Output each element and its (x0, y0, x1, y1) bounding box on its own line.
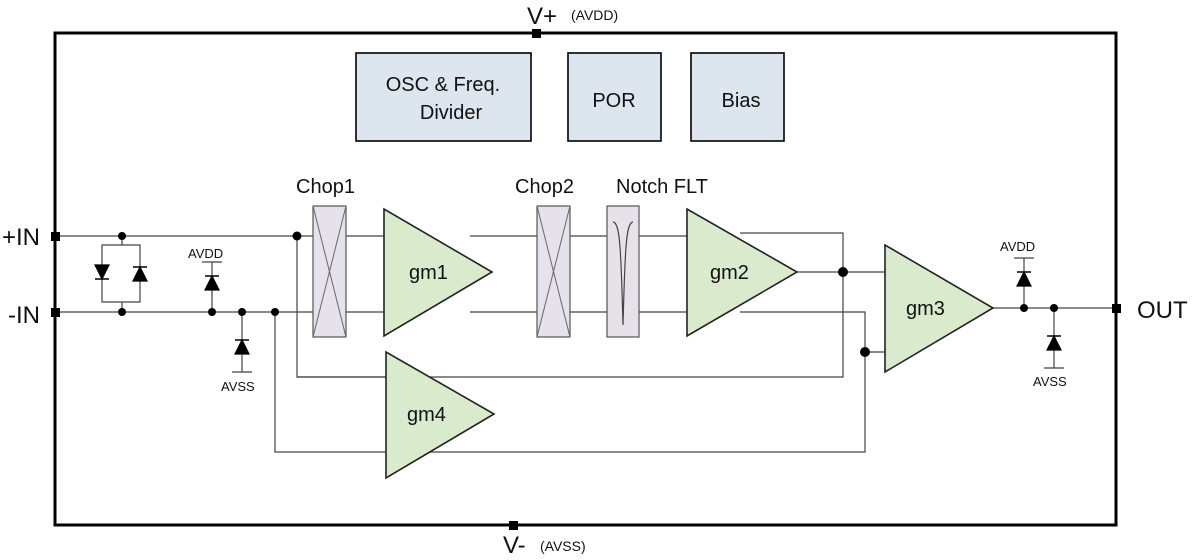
notch-label: Notch FLT (616, 176, 708, 198)
gm2-amplifier: gm2 (686, 207, 799, 338)
bias-label: Bias (722, 90, 761, 112)
input-avdd-diode (202, 261, 222, 291)
osc-freq-divider-block: OSC & Freq. Divider (355, 52, 532, 142)
vminus-label: V- (503, 532, 526, 559)
notch-filter (606, 205, 640, 338)
gm3-amplifier: gm3 (884, 243, 995, 374)
input-avss-diode (232, 338, 252, 373)
output-avdd-diode (1014, 257, 1034, 287)
vplus-pin (532, 29, 541, 38)
bias-block: Bias (690, 52, 785, 142)
vminus-note: (AVSS) (540, 538, 586, 554)
osc-label-line1: OSC & Freq. (386, 74, 500, 96)
diode-down-icon (94, 264, 110, 281)
vplus-label: V+ (527, 3, 557, 30)
gm3-label: gm3 (906, 298, 945, 320)
input-avss-label: AVSS (221, 379, 255, 394)
gm4-amplifier: gm4 (385, 350, 496, 480)
output-avss-label: AVSS (1033, 374, 1067, 389)
signal-wires (60, 232, 1112, 453)
diode-up-icon (132, 265, 148, 282)
input-protection-diodes (94, 264, 148, 282)
device-boundary (53, 31, 1118, 527)
chop2-switch (536, 205, 571, 338)
in-plus-pin (51, 232, 60, 241)
por-block: POR (567, 52, 662, 142)
osc-label-line2: Divider (420, 102, 483, 124)
vminus-pin (509, 521, 518, 530)
junction-dots (118, 231, 1058, 357)
in-plus-label: +IN (2, 224, 40, 251)
out-label: OUT (1137, 297, 1188, 324)
por-label: POR (592, 90, 635, 112)
in-minus-label: -IN (8, 302, 40, 329)
input-avdd-label: AVDD (188, 246, 223, 261)
chop1-switch (312, 205, 347, 338)
out-pin (1112, 304, 1121, 313)
gm4-label: gm4 (407, 404, 446, 426)
gm1-amplifier: gm1 (383, 207, 494, 338)
chop1-label: Chop1 (296, 176, 355, 198)
gm1-label: gm1 (409, 262, 448, 284)
notch-response-icon (612, 221, 634, 326)
vplus-note: (AVDD) (571, 7, 618, 23)
output-avdd-label: AVDD (1000, 239, 1035, 254)
chop2-label: Chop2 (515, 176, 574, 198)
in-minus-pin (51, 308, 60, 317)
output-avss-diode (1044, 334, 1064, 369)
gm2-label: gm2 (710, 262, 749, 284)
